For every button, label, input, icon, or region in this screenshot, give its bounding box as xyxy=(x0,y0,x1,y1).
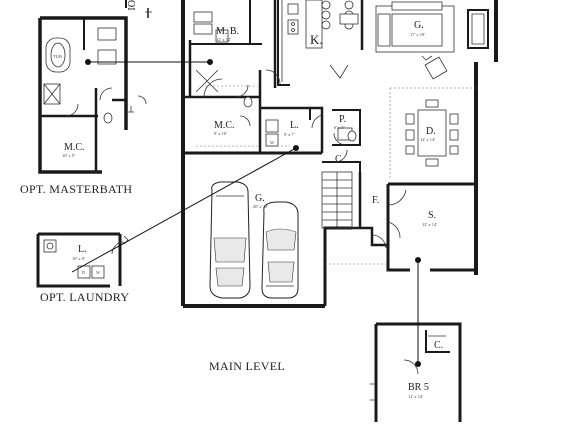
label-p: P. xyxy=(339,114,346,125)
car-left xyxy=(209,181,251,299)
label-tub: TUB xyxy=(53,54,62,59)
label-mb-size: 12' x 12' xyxy=(216,37,231,42)
stairs xyxy=(321,171,353,229)
label-p-size: 6' x 5' xyxy=(334,125,345,130)
label-l-main-size: 9' x 7' xyxy=(284,132,295,137)
captions: OPT. MASTERBATH OPT. LAUNDRY MAIN LEVEL xyxy=(20,182,285,373)
label-d-size: 12' x 14' xyxy=(420,137,435,142)
label-washer: W xyxy=(96,270,101,275)
caption-main-level: MAIN LEVEL xyxy=(209,359,285,373)
label-c-main: C. xyxy=(335,154,344,165)
label-k: K. xyxy=(310,32,323,47)
kitchen-stools xyxy=(287,0,359,35)
label-mc-opt-size: 10' x 9' xyxy=(62,153,75,158)
label-mc-main: M.C. xyxy=(214,120,235,131)
label-f: F. xyxy=(372,195,379,206)
label-s: S. xyxy=(428,210,436,221)
label-s-size: 12' x 14' xyxy=(422,222,437,227)
car-right xyxy=(261,201,299,299)
label-g-great: G. xyxy=(414,20,424,31)
label-mc-main-size: 9' x 10' xyxy=(214,131,227,136)
label-c-br5: C. xyxy=(434,340,443,351)
label-l-opt: L. xyxy=(78,244,87,255)
label-garage: G. xyxy=(255,193,265,204)
door-swings xyxy=(203,64,407,249)
label-mb: M. B. xyxy=(216,26,239,37)
br5-walls xyxy=(370,322,462,422)
label-d: D. xyxy=(426,126,436,137)
great-room-furniture xyxy=(375,1,455,80)
label-l-main: L. xyxy=(290,120,299,131)
dining-table xyxy=(405,99,459,167)
label-mc-opt: M.C. xyxy=(64,142,85,153)
caption-opt-laundry: OPT. LAUNDRY xyxy=(40,290,129,304)
opt-masterbath-walls xyxy=(38,16,147,174)
label-top-cut: OI xyxy=(125,0,136,11)
label-br5-size: 12' x 14' xyxy=(408,394,423,399)
label-dryer: D xyxy=(82,270,86,275)
label-garage-size: 20' x 23' xyxy=(253,204,268,209)
opt-laundry-walls xyxy=(36,232,129,288)
label-br5: BR 5 xyxy=(408,382,429,393)
label-g-great-size: 17' x 18' xyxy=(410,32,425,37)
label-washer-main: W xyxy=(270,140,275,145)
laundry-fixtures xyxy=(193,11,357,147)
room-labels: OI M. B. 12' x 12' K. G. 17' x 18' M.C. … xyxy=(53,0,443,399)
label-l-opt-size: 10' x 9' xyxy=(72,256,85,261)
callout-lines xyxy=(71,59,421,367)
caption-opt-masterbath: OPT. MASTERBATH xyxy=(20,182,132,196)
